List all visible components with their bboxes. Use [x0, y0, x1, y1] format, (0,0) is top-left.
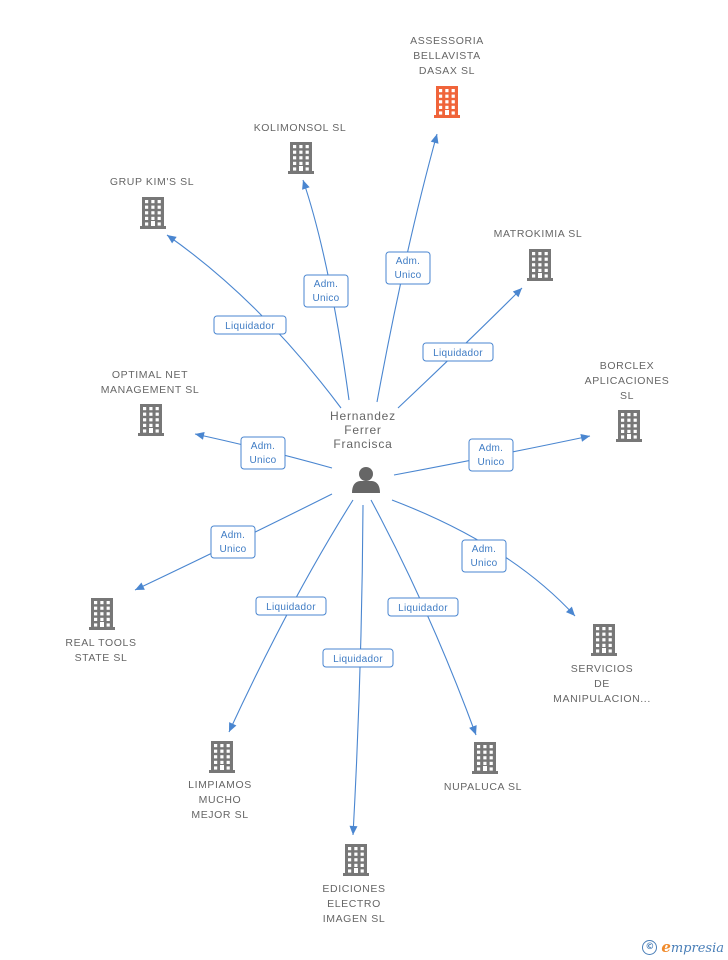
company-label-line: DE — [594, 678, 610, 690]
relation-badge-borclex: Adm. Unico — [468, 438, 514, 472]
brand-logo: empresia — [661, 938, 724, 956]
company-label-line: IMAGEN SL — [323, 913, 386, 925]
relation-label: Unico — [470, 558, 497, 569]
company-node-kolimonsol[interactable]: KOLIMONSOL SL — [254, 122, 347, 174]
arrowhead-matrokimia — [512, 288, 522, 298]
company-label-line: REAL TOOLS — [65, 637, 136, 649]
person-name-line: Hernandez — [330, 409, 396, 423]
edge-grupkims — [166, 234, 342, 409]
relation-label: Adm. — [251, 441, 276, 452]
building-icon — [138, 404, 164, 436]
relation-badge-matrokimia: Liquidador — [422, 342, 494, 362]
person-name-line: Francisca — [333, 437, 392, 451]
relation-label: Unico — [249, 455, 276, 466]
company-label-line: KOLIMONSOL SL — [254, 122, 347, 134]
person-icon — [352, 467, 380, 493]
company-label-line: EDICIONES — [322, 883, 385, 895]
relation-label: Liquidador — [225, 321, 275, 332]
relation-label: Adm. — [314, 279, 339, 290]
company-node-ediciones[interactable]: EDICIONES ELECTRO IMAGEN SL — [322, 844, 385, 925]
arrowhead-limpiamos — [229, 722, 237, 732]
relation-label: Liquidador — [398, 603, 448, 614]
relation-badge-nupaluca: Liquidador — [387, 597, 459, 617]
relation-label: Unico — [477, 457, 504, 468]
relation-badge-kolimonsol: Adm. Unico — [303, 274, 349, 308]
company-node-grupkims[interactable]: GRUP KIM'S SL — [110, 176, 194, 229]
arrowhead-ediciones — [349, 825, 358, 835]
company-label-line: SL — [620, 390, 634, 402]
relation-label: Unico — [219, 544, 246, 555]
relation-label: Liquidador — [266, 602, 316, 613]
brand-watermark: © empresia — [642, 938, 724, 956]
company-label-line: SERVICIOS — [571, 663, 633, 675]
company-label-line: MATROKIMIA SL — [494, 228, 583, 240]
edge-ediciones — [352, 504, 364, 836]
building-icon — [288, 142, 314, 174]
relation-label: Adm. — [479, 443, 504, 454]
company-label-line: MANIPULACION... — [553, 693, 651, 705]
arrowhead-grupkims — [167, 235, 177, 244]
arrowhead-kolimonsol — [302, 180, 310, 190]
relation-badge-limpiamos: Liquidador — [255, 596, 327, 616]
company-node-matrokimia[interactable]: MATROKIMIA SL — [494, 228, 583, 281]
company-label-line: MEJOR SL — [191, 809, 248, 821]
relation-label: Liquidador — [433, 348, 483, 359]
company-node-borclex[interactable]: BORCLEX APLICACIONES SL — [585, 360, 670, 442]
building-icon — [89, 598, 115, 630]
relation-label: Liquidador — [333, 654, 383, 665]
company-label-line: STATE SL — [75, 652, 128, 664]
building-icon — [343, 844, 369, 876]
company-node-servicios[interactable]: SERVICIOS DE MANIPULACION... — [553, 624, 651, 705]
relation-label: Unico — [312, 293, 339, 304]
arrowhead-servicios — [565, 606, 575, 616]
company-node-limpiamos[interactable]: LIMPIAMOS MUCHO MEJOR SL — [188, 741, 252, 821]
building-icon — [209, 741, 235, 773]
company-node-optimalnet[interactable]: OPTIMAL NET MANAGEMENT SL — [101, 369, 200, 436]
company-label-line: MUCHO — [199, 794, 242, 806]
edge-nupaluca — [370, 499, 477, 736]
relation-badge-assessoria: Adm. Unico — [385, 251, 431, 285]
nodes-layer: ASSESSORIA BELLAVISTA DASAX SL KOLIMONSOL S… — [65, 35, 670, 925]
relation-label: Adm. — [221, 530, 246, 541]
company-label-line: DASAX SL — [419, 65, 475, 77]
building-icon — [591, 624, 617, 656]
company-label-line: LIMPIAMOS — [188, 779, 252, 791]
company-label-line: NUPALUCA SL — [444, 781, 522, 793]
arrowhead-nupaluca — [469, 725, 477, 735]
company-node-realtools[interactable]: REAL TOOLS STATE SL — [65, 598, 136, 664]
relation-label: Adm. — [396, 256, 421, 267]
company-label-line: BORCLEX — [600, 360, 654, 372]
arrowhead-optimalnet — [195, 431, 205, 440]
building-icon — [434, 86, 460, 118]
company-label-line: ELECTRO — [327, 898, 381, 910]
copyright-icon: © — [642, 939, 658, 955]
company-label-line: BELLAVISTA — [413, 50, 480, 62]
relation-badge-optimalnet: Adm. Unico — [240, 436, 286, 470]
relation-badge-grupkims: Liquidador — [213, 315, 287, 335]
badges-layer: Adm.UnicoAdm.UnicoLiquidadorLiquidadorAd… — [210, 251, 514, 668]
company-node-nupaluca[interactable]: NUPALUCA SL — [444, 742, 522, 793]
building-icon — [472, 742, 498, 774]
relation-badge-ediciones: Liquidador — [322, 648, 394, 668]
relation-label: Adm. — [472, 544, 497, 555]
relation-badge-realtools: Adm. Unico — [210, 525, 256, 559]
building-icon — [140, 197, 166, 229]
relation-badge-servicios: Adm. Unico — [461, 539, 507, 573]
arrowhead-assessoria — [430, 134, 439, 144]
company-node-assessoria[interactable]: ASSESSORIA BELLAVISTA DASAX SL — [410, 35, 484, 118]
company-label-line: MANAGEMENT SL — [101, 384, 200, 396]
company-label-line: APLICACIONES — [585, 375, 670, 387]
company-label-line: GRUP KIM'S SL — [110, 176, 194, 188]
company-label-line: OPTIMAL NET — [112, 369, 188, 381]
building-icon — [527, 249, 553, 281]
arrowhead-realtools — [135, 582, 145, 590]
person-name-line: Ferrer — [344, 423, 381, 437]
building-icon — [616, 410, 642, 442]
company-label-line: ASSESSORIA — [410, 35, 484, 47]
relation-label: Unico — [394, 270, 421, 281]
arrowhead-borclex — [580, 433, 590, 442]
